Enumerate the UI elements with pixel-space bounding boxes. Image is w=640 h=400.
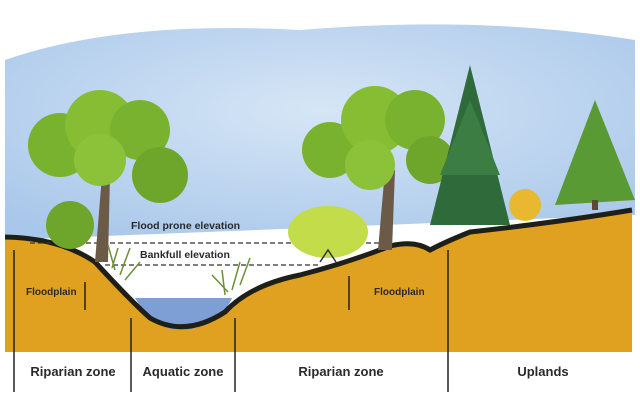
ground-line — [4, 207, 633, 330]
bankfull-label: Bankfull elevation — [140, 249, 230, 261]
zone-aquatic: Aquatic zone — [143, 364, 224, 379]
tree-left — [28, 90, 188, 262]
floodplain-label-right: Floodplain — [374, 287, 425, 298]
zone-uplands: Uplands — [517, 364, 568, 379]
zone-riparian-left: Riparian zone — [30, 364, 115, 379]
shrub — [288, 206, 368, 263]
zone-dividers — [13, 250, 449, 392]
soil — [5, 210, 632, 352]
floodplain-label-left: Floodplain — [26, 287, 77, 298]
reeds — [107, 244, 251, 296]
flood-prone-label: Flood prone elevation — [131, 220, 240, 232]
zone-riparian-right: Riparian zone — [298, 364, 383, 379]
conifer-trees — [430, 65, 635, 225]
